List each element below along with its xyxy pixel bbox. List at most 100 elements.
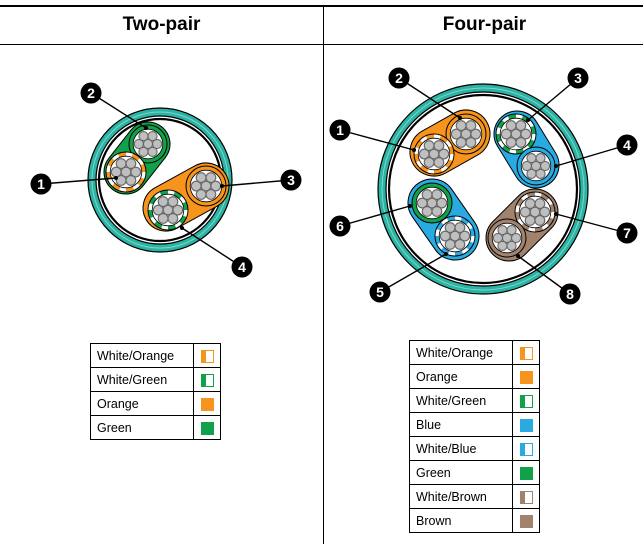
solid-color-swatch	[200, 397, 214, 411]
legend-swatch-cell	[512, 484, 540, 509]
legend-color-name: Orange	[409, 364, 513, 389]
strand	[455, 137, 467, 148]
callout-leader-line	[339, 129, 415, 151]
white-stripe	[112, 154, 120, 161]
callout-leader-line	[527, 77, 579, 121]
white-stripe	[179, 196, 186, 204]
callout-leader-line	[181, 227, 243, 268]
striped-insulated-conductor	[495, 113, 537, 155]
strand	[497, 240, 508, 251]
striped-insulated-conductor	[434, 215, 476, 257]
strand	[535, 153, 546, 164]
legend-swatch-cell	[512, 340, 540, 365]
striped-color-swatch	[200, 373, 214, 387]
strand	[152, 138, 163, 150]
strand	[205, 189, 217, 200]
strand	[524, 215, 536, 226]
strand	[125, 175, 137, 186]
strand	[459, 230, 471, 242]
copper-strands	[416, 189, 448, 217]
callout-badge	[231, 256, 253, 278]
strand	[524, 198, 536, 209]
white-stripe	[517, 218, 524, 226]
strand	[433, 140, 445, 151]
two-pair-legend-row: Green	[90, 415, 221, 440]
copper-strands	[152, 196, 184, 224]
striped-color-swatch	[519, 346, 533, 360]
strand	[133, 138, 144, 150]
callout-leader-tip	[554, 164, 558, 168]
four-pair-legend-row: Orange	[409, 364, 540, 389]
callout-badge	[559, 283, 581, 305]
callout-leader-tip	[554, 212, 558, 216]
strand	[152, 204, 164, 216]
callout-badge	[30, 173, 52, 195]
legend-swatch-cell	[512, 436, 540, 461]
copper-strands	[110, 158, 142, 186]
strand	[450, 128, 462, 140]
white-stripe	[541, 223, 549, 230]
solid-color-swatch	[200, 421, 214, 435]
copper-strands	[450, 120, 482, 148]
callout-number: 1	[37, 176, 45, 192]
strand	[465, 120, 477, 131]
solid-insulated-conductor	[487, 218, 527, 258]
white-stripe	[137, 158, 144, 166]
callout-badge	[616, 222, 638, 244]
strand	[431, 189, 443, 200]
strand	[167, 213, 179, 224]
two-pair-legend-row: White/Green	[90, 367, 221, 392]
white-stripe	[416, 160, 423, 168]
strand	[436, 197, 448, 209]
legend-swatch-cell	[512, 412, 540, 437]
callout-leader-tip	[220, 184, 224, 188]
strand	[418, 148, 430, 160]
legend-color-name: Green	[409, 460, 513, 485]
callout-badge	[280, 169, 302, 191]
callout-badge	[329, 215, 351, 237]
two-pair-legend-row: Orange	[90, 391, 221, 416]
strand	[511, 232, 522, 244]
solid-insulated-conductor	[128, 124, 168, 164]
striped-insulated-conductor	[413, 133, 455, 175]
callout-badge	[329, 119, 351, 141]
callout-number: 2	[395, 70, 403, 86]
strand	[423, 140, 435, 151]
solid-color-swatch	[519, 418, 533, 432]
legend-color-name: Blue	[409, 412, 513, 437]
solid-insulated-conductor	[411, 182, 453, 224]
striped-color-swatch	[519, 442, 533, 456]
white-stripe	[437, 242, 444, 250]
strand	[115, 175, 127, 186]
strand	[115, 158, 127, 169]
strand	[526, 153, 537, 164]
strand	[506, 240, 517, 251]
copper-strands	[519, 198, 551, 226]
strand	[535, 168, 546, 179]
strand	[130, 166, 142, 178]
copper-strands	[492, 225, 522, 251]
strand	[500, 128, 512, 140]
strand	[520, 128, 532, 140]
jacket-highlight	[381, 87, 585, 291]
four-pair-legend-row: White/Brown	[409, 484, 540, 509]
strand	[505, 137, 517, 148]
striped-insulated-conductor	[147, 189, 189, 231]
solid-color-swatch	[519, 514, 533, 528]
four-pair-heading: Four-pair	[442, 14, 527, 35]
strand	[138, 146, 149, 157]
white-stripe	[440, 165, 448, 172]
header-rule	[0, 44, 643, 45]
strand	[515, 120, 527, 131]
callout-leader-tip	[144, 126, 148, 130]
strand	[454, 239, 466, 250]
strand	[438, 148, 450, 160]
four-pair-legend-row: Brown	[409, 508, 540, 533]
white-stripe	[441, 218, 449, 225]
callout-number: 3	[574, 70, 582, 86]
strand	[505, 120, 517, 131]
solid-color-swatch	[519, 466, 533, 480]
